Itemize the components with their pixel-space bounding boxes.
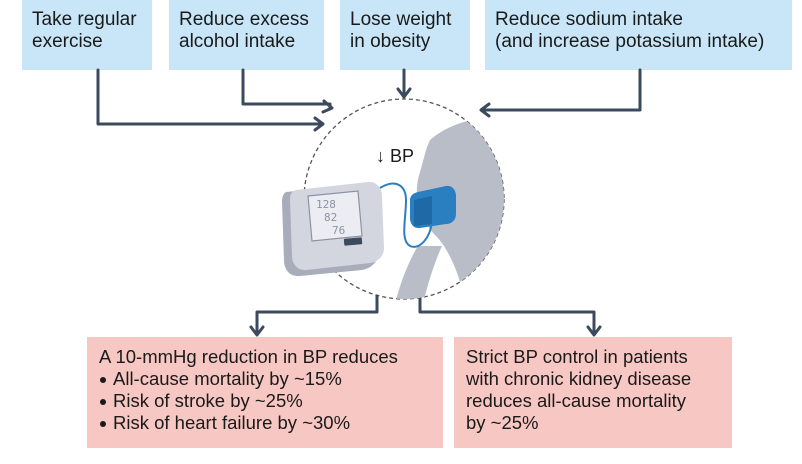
- arrow-to-bottom-right: [418, 295, 596, 336]
- monitor-reading-diastolic: 82: [324, 211, 337, 224]
- bp-reduction-label: ↓ BP: [376, 146, 415, 166]
- arrowhead-sodium: [479, 102, 491, 118]
- box-take-regular-exercise-label: Take regular exercise: [32, 9, 137, 52]
- outcome-item-heart-failure: Risk of heart failure by ~30%: [99, 412, 431, 434]
- box-10mmhg-heading: A 10-mmHg reduction in BP reduces: [99, 346, 398, 367]
- monitor-reading-pulse: 76: [332, 224, 345, 237]
- cuff-tube: [379, 182, 433, 248]
- box-reduce-sodium-label: Reduce sodium intake (and increase potas…: [495, 9, 765, 52]
- box-10mmhg-reduction: A 10-mmHg reduction in BP reduces All-ca…: [87, 337, 443, 448]
- box-lose-weight: Lose weight in obesity: [340, 0, 470, 70]
- arrow-sodium: [480, 68, 642, 112]
- box-strict-bp-text: Strict BP control in patients with chron…: [466, 346, 692, 433]
- box-reduce-sodium: Reduce sodium intake (and increase potas…: [485, 0, 792, 70]
- arrow-alcohol: [241, 68, 332, 110]
- box-reduce-alcohol: Reduce excess alcohol intake: [169, 0, 324, 70]
- box-reduce-alcohol-label: Reduce excess alcohol intake: [179, 9, 309, 52]
- box-take-regular-exercise: Take regular exercise: [22, 0, 152, 70]
- arrowhead-exercise: [313, 116, 325, 132]
- arrowhead-bottom-left: [249, 325, 265, 337]
- arrowhead-weight: [396, 87, 412, 99]
- arrowhead-bottom-right: [586, 325, 602, 337]
- bp-monitor-icon: 128 82 76: [282, 181, 384, 277]
- outcome-item-mortality: All-cause mortality by ~15%: [99, 368, 431, 390]
- bp-cuff-icon: [410, 185, 456, 229]
- arrowhead-alcohol: [321, 99, 334, 114]
- arrow-to-bottom-left: [255, 294, 379, 336]
- monitor-reading-systolic: 128: [316, 198, 336, 211]
- outcome-list: All-cause mortality by ~15% Risk of stro…: [99, 368, 431, 434]
- box-strict-bp-control: Strict BP control in patients with chron…: [454, 337, 732, 448]
- outcome-item-stroke: Risk of stroke by ~25%: [99, 390, 431, 412]
- box-lose-weight-label: Lose weight in obesity: [350, 9, 452, 52]
- arrow-exercise: [96, 68, 324, 126]
